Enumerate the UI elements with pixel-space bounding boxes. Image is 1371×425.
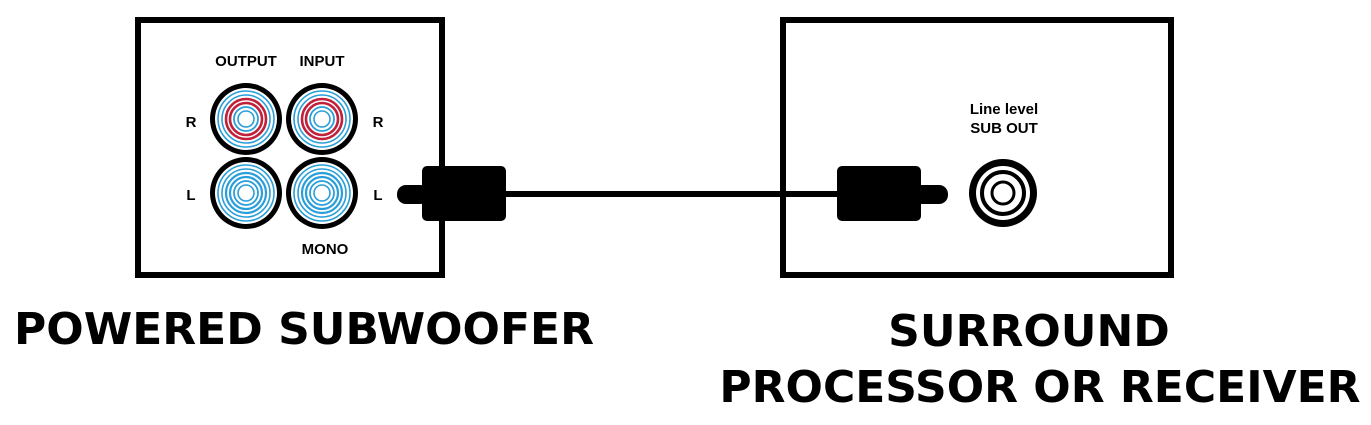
mono-label: MONO [302, 241, 349, 258]
subwoofer-title: POWERED SUBWOOFER [14, 304, 594, 355]
output-label: OUTPUT [215, 53, 277, 70]
cable-plug-right [837, 166, 921, 221]
rca-cable [397, 166, 948, 221]
jack-center [313, 184, 331, 202]
jack-input-r[interactable] [286, 83, 358, 155]
subwoofer-panel: OUTPUT INPUT R L R L MONO [135, 17, 445, 278]
sub-out-jack-inner [990, 180, 1016, 206]
jack-input-l-mono[interactable] [286, 157, 358, 229]
channel-r-left-label: R [186, 114, 197, 131]
jack-ring-blue [297, 94, 347, 144]
channel-l-right-label: L [373, 187, 382, 204]
jack-ring-red [228, 101, 264, 137]
jack-ring-blue [309, 180, 335, 206]
jack-ring-blue [228, 175, 264, 211]
input-label: INPUT [300, 53, 345, 70]
jack-ring-blue [304, 175, 340, 211]
jack-ring-blue [233, 106, 259, 132]
jack-center [237, 110, 255, 128]
cable-plug-left [422, 166, 506, 221]
receiver-title-line2: PROCESSOR OR RECEIVER [719, 362, 1360, 413]
jack-ring-blue [217, 164, 275, 222]
jack-ring-blue [221, 168, 271, 218]
jack-ring-blue [293, 90, 351, 148]
jack-ring-blue [233, 180, 259, 206]
jack-ring-red [224, 97, 268, 141]
jack-ring-blue [297, 168, 347, 218]
jack-ring-blue [224, 171, 268, 215]
jack-ring-blue [217, 90, 275, 148]
sub-out-label-line1: Line level [970, 101, 1038, 118]
jack-ring-blue [300, 171, 344, 215]
jack-ring-blue [221, 94, 271, 144]
jack-output-r[interactable] [210, 83, 282, 155]
jack-ring-red [300, 97, 344, 141]
jack-center [313, 110, 331, 128]
jack-ring-blue [309, 106, 335, 132]
channel-l-left-label: L [186, 187, 195, 204]
cable-plug-tip-left [397, 185, 429, 204]
jack-ring-blue [293, 164, 351, 222]
receiver-panel-frame [780, 17, 1174, 278]
sub-out-label-line2: SUB OUT [970, 120, 1038, 137]
channel-r-right-label: R [373, 114, 384, 131]
sub-out-jack[interactable] [969, 159, 1037, 227]
sub-out-jack-white-ring [976, 166, 1030, 220]
subwoofer-panel-frame [135, 17, 445, 278]
jack-center [237, 184, 255, 202]
cable-plug-tip-right [913, 185, 948, 204]
sub-out-jack-mid-ring [980, 170, 1026, 216]
receiver-panel: Line level SUB OUT [780, 17, 1174, 278]
jack-ring-red [304, 101, 340, 137]
receiver-title-line1: SURROUND [888, 306, 1170, 357]
jack-output-l[interactable] [210, 157, 282, 229]
